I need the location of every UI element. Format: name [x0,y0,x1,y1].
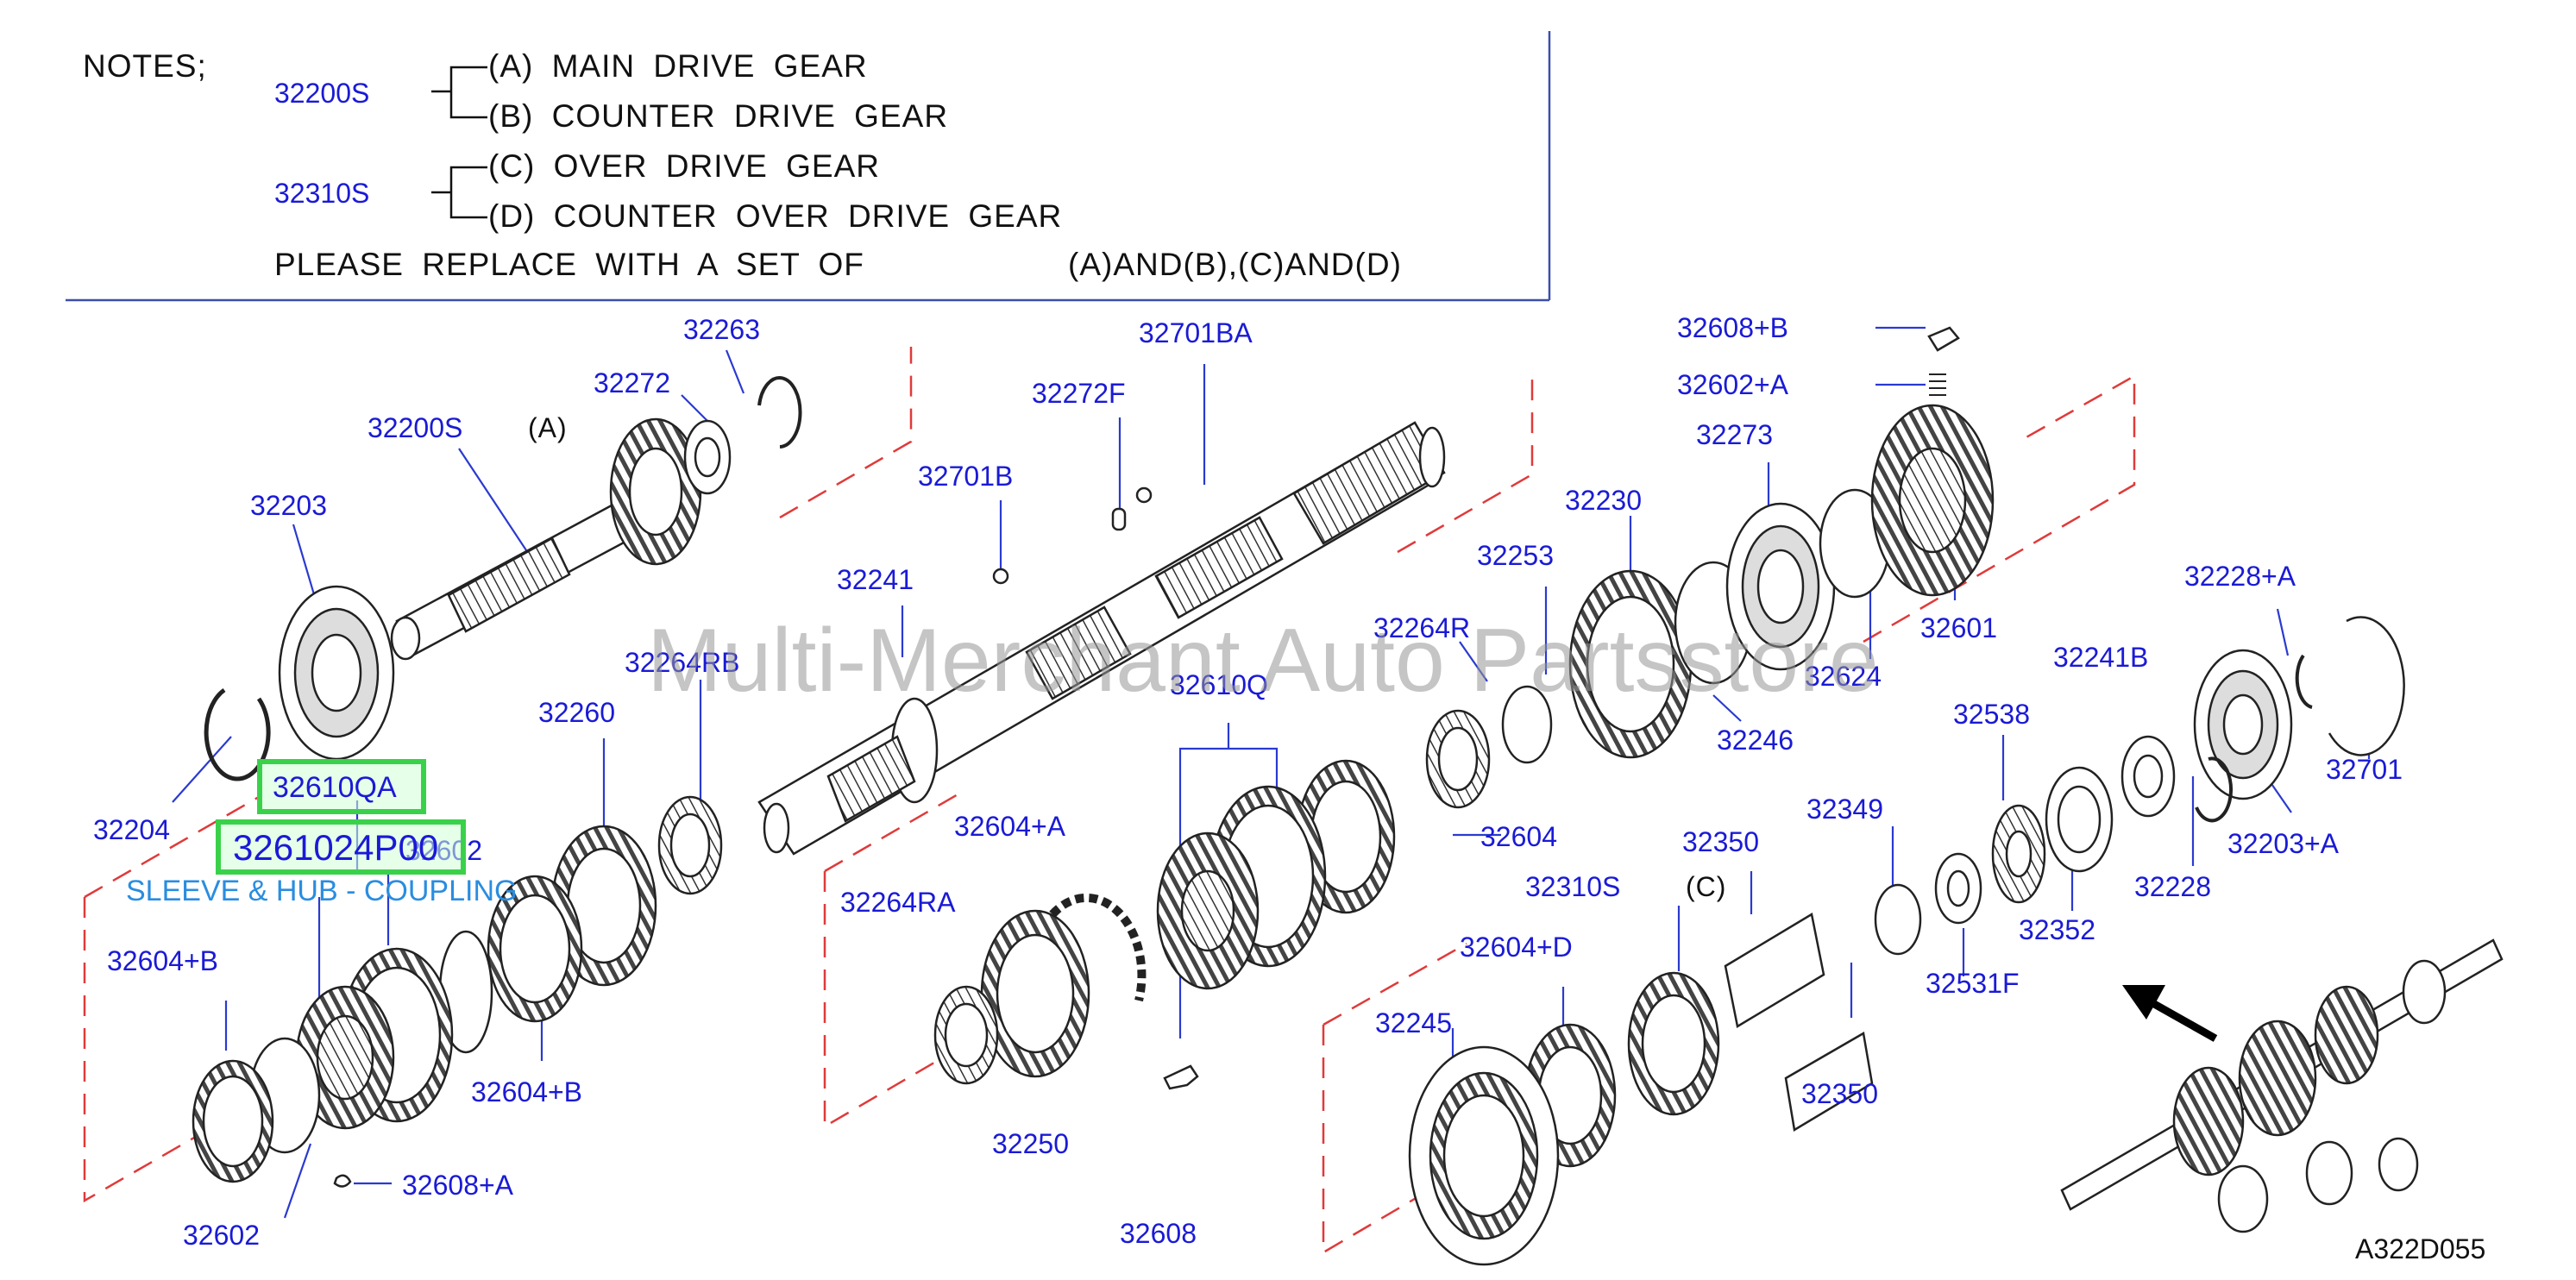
highlight-box-3261024P00[interactable] [216,819,466,875]
highlight-box-32610QA[interactable] [257,759,426,814]
part-label-32538[interactable]: 32538 [1953,699,2030,730]
part-label-32604B-b[interactable]: 32604+B [471,1076,583,1107]
notes-replace-text: PLEASE REPLACE WITH A SET OF [274,247,864,282]
part-label-32263[interactable]: 32263 [683,314,760,345]
section-outlines [83,347,2136,1255]
notes-line-b: (B) COUNTER DRIVE GEAR [488,98,949,134]
part-label-32352[interactable]: 32352 [2019,914,2095,945]
mark-c: (C) [1686,871,1727,902]
part-label-32241[interactable]: 32241 [837,564,914,595]
gear-32230-group [1568,326,1995,759]
notes-line-c: (C) OVER DRIVE GEAR [488,148,880,184]
part-label-32204[interactable]: 32204 [93,814,170,845]
highlight-label-3261024P00[interactable]: 3261024P00 [233,827,439,868]
part-label-32604D[interactable]: 32604+D [1460,932,1573,963]
counter-shaft-group [1874,616,2405,956]
part-label-32701BA[interactable]: 32701BA [1139,317,1253,348]
synchronizer-center [933,759,1396,1090]
part-label-32350-a[interactable]: 32350 [1682,826,1759,857]
part-label-32349[interactable]: 32349 [1806,794,1883,825]
part-label-32608A[interactable]: 32608+A [402,1170,514,1201]
notes-group2-code[interactable]: 32310S [274,178,370,209]
notes-brackets [431,66,487,219]
mark-a: (A) [528,412,568,443]
part-label-32228[interactable]: 32228 [2134,871,2211,902]
part-label-32203A[interactable]: 32203+A [2227,828,2340,859]
part-label-32228A[interactable]: 32228+A [2184,561,2296,592]
notes-line-d: (D) COUNTER OVER DRIVE GEAR [488,198,1063,234]
part-label-32604[interactable]: 32604 [1480,821,1557,852]
notes-replace-sets: (A)AND(B),(C)AND(D) [1068,247,1402,282]
over-drive-gear-group [1408,913,1874,1266]
bearing-32203 [278,585,395,761]
part-label-32264RB[interactable]: 32264RB [625,647,740,678]
part-label-32602A[interactable]: 32602+A [1677,369,1789,400]
part-label-32604A[interactable]: 32604+A [954,811,1066,842]
watermark: Multi-Merchant Auto Partsstore [647,611,1879,711]
part-label-32272[interactable]: 32272 [594,367,670,398]
diagram-code: A322D055 [2355,1233,2486,1264]
part-label-32272F[interactable]: 32272F [1032,378,1126,409]
part-label-32701[interactable]: 32701 [2326,754,2403,785]
part-label-32601[interactable]: 32601 [1920,612,1997,643]
part-label-32273[interactable]: 32273 [1696,419,1773,450]
part-label-32246[interactable]: 32246 [1717,725,1794,756]
part-label-32531F[interactable]: 32531F [1926,968,2020,999]
part-label-32264R[interactable]: 32264R [1373,612,1471,643]
part-label-32602-b[interactable]: 32602 [183,1220,260,1251]
part-label-32260[interactable]: 32260 [538,697,615,728]
highlight-label-32610QA[interactable]: 32610QA [273,771,397,804]
notes-line-a: (A) MAIN DRIVE GEAR [488,48,868,84]
part-label-32608B[interactable]: 32608+B [1677,312,1789,343]
part-label-32264RA[interactable]: 32264RA [840,887,956,918]
part-label-32241B[interactable]: 32241B [2053,642,2149,673]
part-label-32200S[interactable]: 32200S [368,412,463,443]
part-label-32250[interactable]: 32250 [992,1128,1069,1159]
main-shaft [757,421,1446,856]
part-label-32245[interactable]: 32245 [1375,1007,1452,1038]
part-label-32608[interactable]: 32608 [1120,1218,1197,1249]
part-label-32203[interactable]: 32203 [250,490,327,521]
assembly-overview [2060,938,2504,1233]
main-drive-gear-shaft [390,376,802,661]
highlight-caption: SLEEVE & HUB - COUPLING [126,875,518,907]
gear-32260 [192,825,657,1188]
part-label-32604B-a[interactable]: 32604+B [107,945,219,976]
notes-heading: NOTES; [83,48,207,84]
direction-arrow [2122,985,2218,1042]
part-label-32350-b[interactable]: 32350 [1801,1078,1878,1109]
part-label-32253[interactable]: 32253 [1477,540,1554,571]
needle-bearing-32264R [1425,685,1553,809]
notes-rules [66,31,1551,302]
part-label-32624[interactable]: 32624 [1805,661,1882,692]
part-label-32701B[interactable]: 32701B [918,461,1014,492]
part-label-32230[interactable]: 32230 [1565,485,1642,516]
notes-group1-code[interactable]: 32200S [274,78,370,109]
part-label-32610Q[interactable]: 32610Q [1170,669,1268,700]
needle-bearing-32264RB [657,795,723,895]
snap-ring-32204 [204,687,271,781]
part-label-32310S[interactable]: 32310S [1525,871,1621,902]
